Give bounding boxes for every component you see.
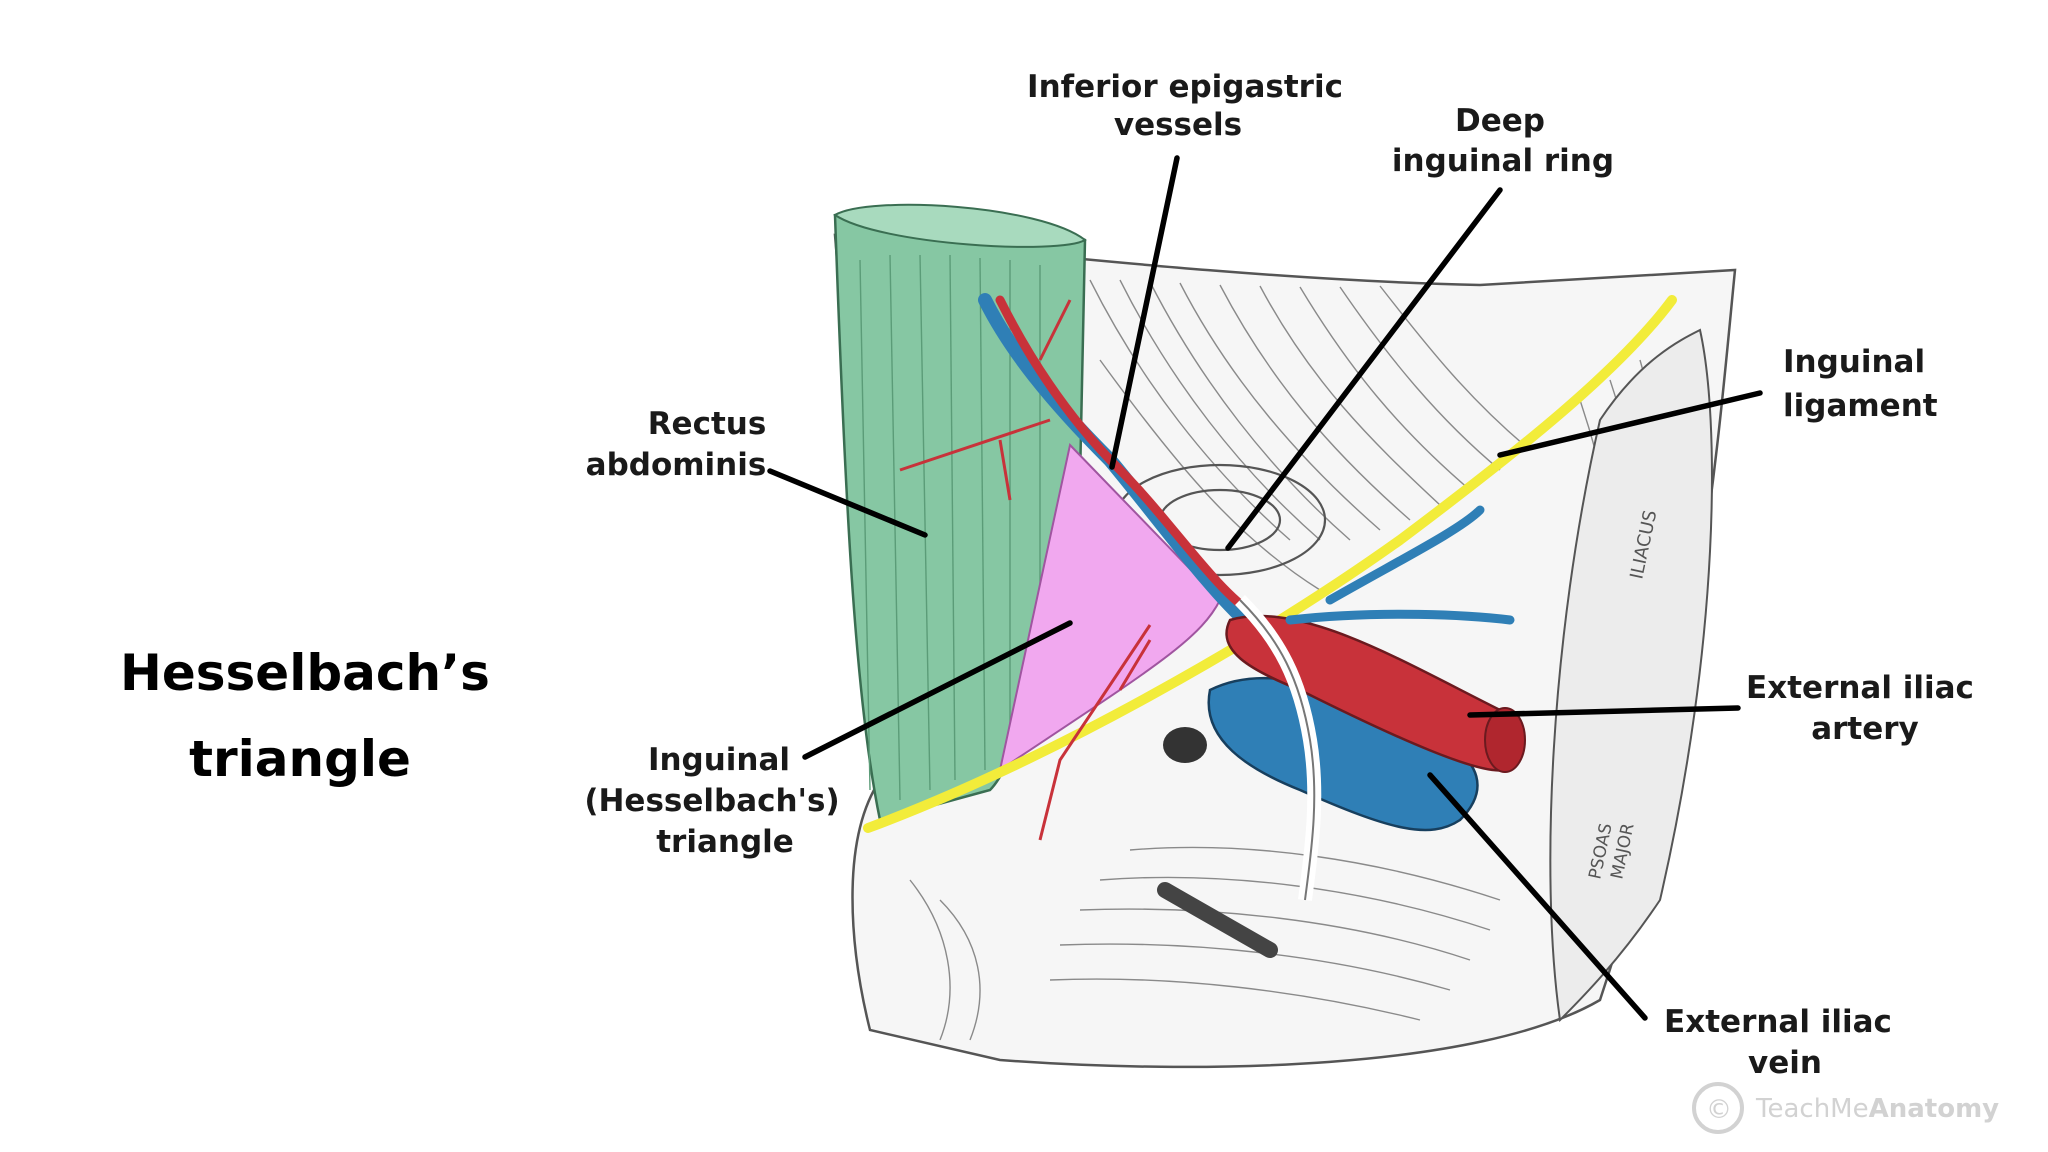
iliopsoas-muscle [1549, 328, 1713, 1023]
label-hesselbach-line1: Inguinal [648, 742, 790, 778]
label-deep-ring-line2: inguinal ring [1392, 143, 1614, 179]
label-ext-iliac-artery-line2: artery [1811, 711, 1919, 747]
hesselbach-triangle [998, 442, 1222, 773]
leader-external-iliac-vein [1427, 772, 1648, 1021]
leader-external-iliac-artery [1467, 705, 1741, 718]
leader-deep-ring [1225, 187, 1503, 551]
illustration: ILIACUS PSOAS MAJOR [833, 203, 1737, 1069]
inguinal-ligament-line [863, 295, 1677, 833]
leader-hesselbach [802, 620, 1073, 760]
label-ext-iliac-vein-line2: vein [1748, 1045, 1822, 1081]
artery-cut-end [1484, 707, 1526, 773]
leader-inferior-epigastric [1109, 155, 1180, 470]
label-inguinal-ligament-line2: ligament [1783, 388, 1938, 424]
labels: Inferior epigastric vessels Deep inguina… [584, 69, 1974, 1081]
slide-title-line-1: Hesselbach’s [120, 644, 490, 702]
label-inferior-epigastric-line1: Inferior epigastric [1027, 69, 1343, 105]
label-ext-iliac-artery-line1: External iliac [1746, 670, 1974, 706]
rectus-top-cap [833, 203, 1087, 248]
label-ext-iliac-vein-line1: External iliac [1664, 1004, 1892, 1040]
label-hesselbach-line2: (Hesselbach's) [584, 783, 839, 819]
copyright-icon [1692, 1082, 1744, 1134]
watermark-text: TeachMeAnatomy [1755, 1094, 1999, 1124]
watermark-text-bold: Anatomy [1869, 1094, 2000, 1124]
copyright-symbol: © [1706, 1095, 1732, 1125]
slide-title-line-2: triangle [189, 730, 411, 788]
leader-lines [767, 155, 1763, 1021]
spermatic-cord-stump [1157, 882, 1278, 958]
label-deep-ring-line1: Deep [1455, 103, 1545, 139]
watermark-text-light: TeachMe [1755, 1094, 1869, 1124]
deep-circumflex-vessels [1285, 505, 1515, 625]
epigastric-branches [899, 299, 1152, 841]
label-inguinal-ligament-line1: Inguinal [1783, 344, 1925, 380]
slide-title: Hesselbach’s triangle [120, 630, 490, 802]
leader-inguinal-ligament [1497, 390, 1763, 458]
inferior-epigastric-artery [995, 295, 1260, 620]
label-rectus-line1: Rectus [648, 406, 767, 442]
leader-rectus [767, 468, 928, 538]
label-hesselbach-line3: triangle [656, 824, 794, 860]
label-rectus-line2: abdominis [586, 447, 767, 483]
watermark: © TeachMeAnatomy [1692, 1082, 1999, 1134]
label-inferior-epigastric-line2: vessels [1114, 107, 1242, 143]
